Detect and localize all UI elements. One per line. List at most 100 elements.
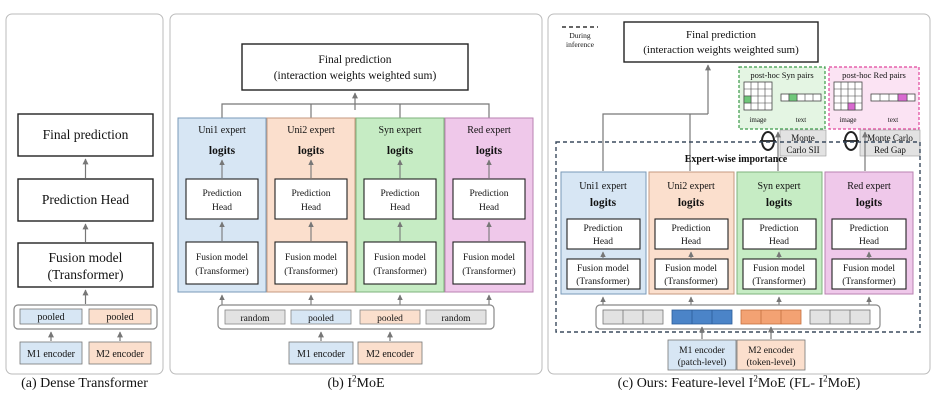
svg-text:Head: Head <box>479 203 499 213</box>
c-syn-image-grid <box>743 81 773 111</box>
a-enc1-text: M1 encoder <box>27 349 76 360</box>
svg-text:Head: Head <box>390 203 410 213</box>
c-theta-icon-red <box>843 131 859 151</box>
b-expert-red: Red expert logits Prediction Head Fusion… <box>444 117 534 293</box>
svg-text:logits: logits <box>590 197 617 209</box>
b-final-text-2: (interaction weights weighted sum) <box>274 70 437 82</box>
svg-text:Head: Head <box>301 203 321 213</box>
c-syn-text-tokens <box>780 93 822 102</box>
a-pooled-1-text: pooled <box>37 312 64 323</box>
svg-text:logits: logits <box>766 197 793 209</box>
svg-text:Fusion model: Fusion model <box>753 264 805 274</box>
a-enc2-box <box>88 341 152 365</box>
a-final-box <box>17 113 154 157</box>
a-enc1-box <box>19 341 83 365</box>
svg-text:(Transformer): (Transformer) <box>576 276 629 287</box>
c-expert-uni1: Uni1 expert logits Prediction Head Fusio… <box>560 171 647 295</box>
c-syn-pairs-title: post-hoc Syn pairs <box>750 70 813 80</box>
a-head-box <box>17 178 154 222</box>
b-expert-logits: logits <box>476 145 503 157</box>
c-importance-label: Expert-wise importance <box>685 154 788 165</box>
c-final-text-1: Final prediction <box>686 29 756 41</box>
b-token-pooled-1: pooled <box>308 314 334 324</box>
c-red-image-grid <box>833 81 863 111</box>
svg-text:(Transformer): (Transformer) <box>842 276 895 287</box>
a-final-text: Final prediction <box>43 127 129 142</box>
b-expert-uni2: Uni2 expert logits Prediction Head Fusio… <box>266 117 356 293</box>
b-enc1-text: M1 encoder <box>297 349 346 360</box>
c-enc1-text-1: M1 encoder <box>679 346 725 356</box>
svg-text:Red expert: Red expert <box>847 181 891 192</box>
c-expert-syn: Syn expert logits Prediction Head Fusion… <box>736 171 823 295</box>
svg-text:Prediction: Prediction <box>849 224 888 234</box>
svg-text:Head: Head <box>212 203 232 213</box>
svg-text:Head: Head <box>593 237 613 247</box>
c-mc-sii-text-2: Carlo SII <box>786 145 819 155</box>
c-patch-tokens <box>671 309 733 325</box>
b-expert-name: Uni1 expert <box>198 125 246 136</box>
b-token-random-2: random <box>441 314 471 324</box>
c-red-text-tokens <box>870 93 916 102</box>
svg-text:Fusion model: Fusion model <box>196 253 248 263</box>
svg-text:Fusion model: Fusion model <box>285 253 337 263</box>
a-fusion-box <box>17 242 154 288</box>
c-expert-uni2: Uni2 expert logits Prediction Head Fusio… <box>648 171 735 295</box>
svg-text:Head: Head <box>859 237 879 247</box>
b-expert-name: Red expert <box>467 125 511 136</box>
caption-c: (c) Ours: Feature-level I2MoE (FL- I2MoE… <box>617 373 861 391</box>
c-text-tokens <box>740 309 802 325</box>
c-syn-text-label: text <box>796 116 807 124</box>
c-mc-red-text-1: Monte Carlo <box>867 133 913 143</box>
svg-text:Prediction: Prediction <box>469 189 508 199</box>
b-token-pooled-2: pooled <box>377 314 403 324</box>
c-gray-tokens-1 <box>602 309 664 325</box>
b-enc1-box <box>288 341 354 365</box>
c-final-text-2: (interaction weights weighted sum) <box>643 44 799 56</box>
c-legend-text-2: inference <box>566 40 595 49</box>
a-pooled-2-text: pooled <box>106 312 133 323</box>
b-expert-syn: Syn expert logits Prediction Head Fusion… <box>355 117 445 293</box>
svg-text:logits: logits <box>856 197 883 209</box>
panel-c: During inference Final prediction (inter… <box>555 21 921 371</box>
svg-text:(Transformer): (Transformer) <box>195 266 248 277</box>
svg-text:Uni2 expert: Uni2 expert <box>667 181 715 192</box>
svg-text:Fusion model: Fusion model <box>665 264 717 274</box>
svg-text:Prediction: Prediction <box>202 189 241 199</box>
c-enc2-box <box>736 339 806 371</box>
c-mc-sii-box <box>779 129 827 157</box>
svg-text:Head: Head <box>681 237 701 247</box>
a-pooled-1 <box>19 308 83 325</box>
svg-text:Uni1 expert: Uni1 expert <box>579 181 627 192</box>
a-head-text: Prediction Head <box>42 192 130 207</box>
a-enc2-text: M2 encoder <box>96 349 145 360</box>
svg-text:Fusion model: Fusion model <box>577 264 629 274</box>
svg-text:Head: Head <box>769 237 789 247</box>
c-expert-red: Red expert logits Prediction Head Fusion… <box>824 171 914 295</box>
svg-text:(Transformer): (Transformer) <box>373 266 426 277</box>
svg-text:logits: logits <box>678 197 705 209</box>
c-final-box <box>623 21 819 63</box>
c-inference-region <box>555 141 921 333</box>
c-mc-sii-text-1: Monte <box>791 133 815 143</box>
c-gray-tokens-2 <box>809 309 871 325</box>
a-pooled-2 <box>88 308 152 325</box>
svg-text:Prediction: Prediction <box>291 189 330 199</box>
c-legend-text-1: During <box>569 31 590 40</box>
svg-text:(Transformer): (Transformer) <box>664 276 717 287</box>
b-expert-uni1: Uni1 expert logits Prediction Head Fusio… <box>177 117 267 293</box>
c-theta-icon-syn <box>760 131 776 151</box>
svg-text:Fusion model: Fusion model <box>463 253 515 263</box>
svg-text:Syn expert: Syn expert <box>757 181 800 192</box>
svg-text:(Transformer): (Transformer) <box>284 266 337 277</box>
svg-text:Fusion model: Fusion model <box>374 253 426 263</box>
c-enc2-text-2: (token-level) <box>746 357 795 368</box>
svg-text:Prediction: Prediction <box>583 224 622 234</box>
b-expert-logits: logits <box>209 145 236 157</box>
b-final-text-1: Final prediction <box>318 54 391 66</box>
c-mc-red-text-2: Red Gap <box>874 145 906 155</box>
c-red-image-label: image <box>839 116 856 124</box>
b-enc2-box <box>357 341 423 365</box>
svg-text:(Transformer): (Transformer) <box>462 266 515 277</box>
c-syn-image-label: image <box>749 116 766 124</box>
